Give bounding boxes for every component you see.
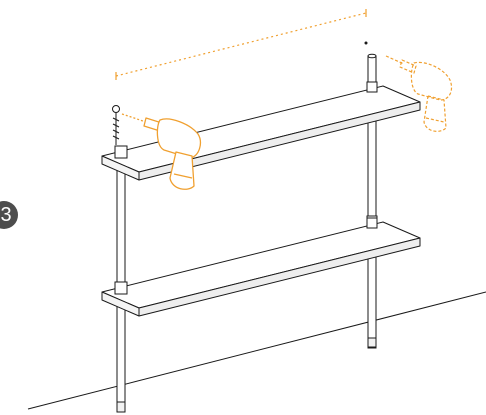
- post-caps: [114, 81, 378, 295]
- wall-mark: [364, 41, 368, 45]
- left-post: [114, 147, 128, 413]
- drill-icon: [121, 113, 201, 190]
- step-badge-circle: [0, 201, 18, 229]
- bottom-shelf: [101, 221, 421, 317]
- screw-icon: [112, 105, 120, 145]
- step-number: 3: [0, 203, 12, 226]
- floor: [27, 291, 486, 410]
- level-guide: [115, 12, 367, 77]
- drill-ghost-icon: [385, 55, 453, 132]
